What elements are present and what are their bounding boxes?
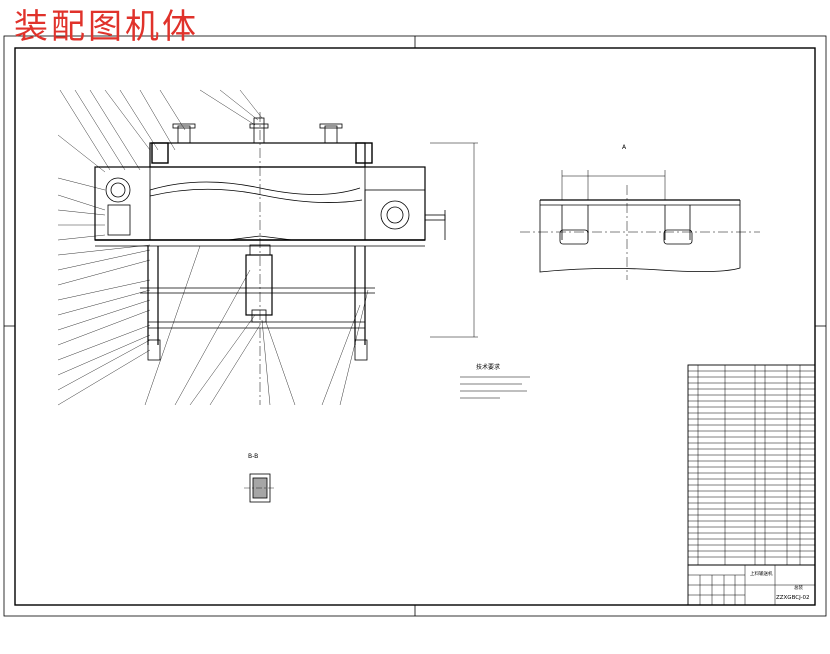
right-drive: [364, 189, 426, 241]
section-view-a: [520, 170, 760, 280]
title-block: [687, 564, 816, 606]
centering-marks: [4, 36, 826, 616]
parts-list: [687, 364, 816, 566]
section-label-bb: B-B: [248, 453, 259, 460]
leader-lines: [57, 89, 369, 406]
technical-notes-title: 技术要求: [476, 364, 501, 371]
section-view-bb: [244, 473, 276, 503]
title-block-label: 总装: [794, 586, 803, 591]
left-drive: [94, 166, 151, 241]
title-block-name: 上料输送机: [750, 572, 773, 577]
drawing-title: 装配图机体: [14, 7, 199, 47]
sheet-border-inner: [14, 47, 816, 606]
section-label-a: A: [622, 144, 627, 151]
sheet-border-outer: [3, 35, 827, 617]
drawing-number: ZZXGBCJ-02: [776, 595, 810, 601]
center-cylinder: [245, 254, 273, 316]
technical-notes: [460, 376, 530, 399]
main-view: [94, 112, 478, 405]
